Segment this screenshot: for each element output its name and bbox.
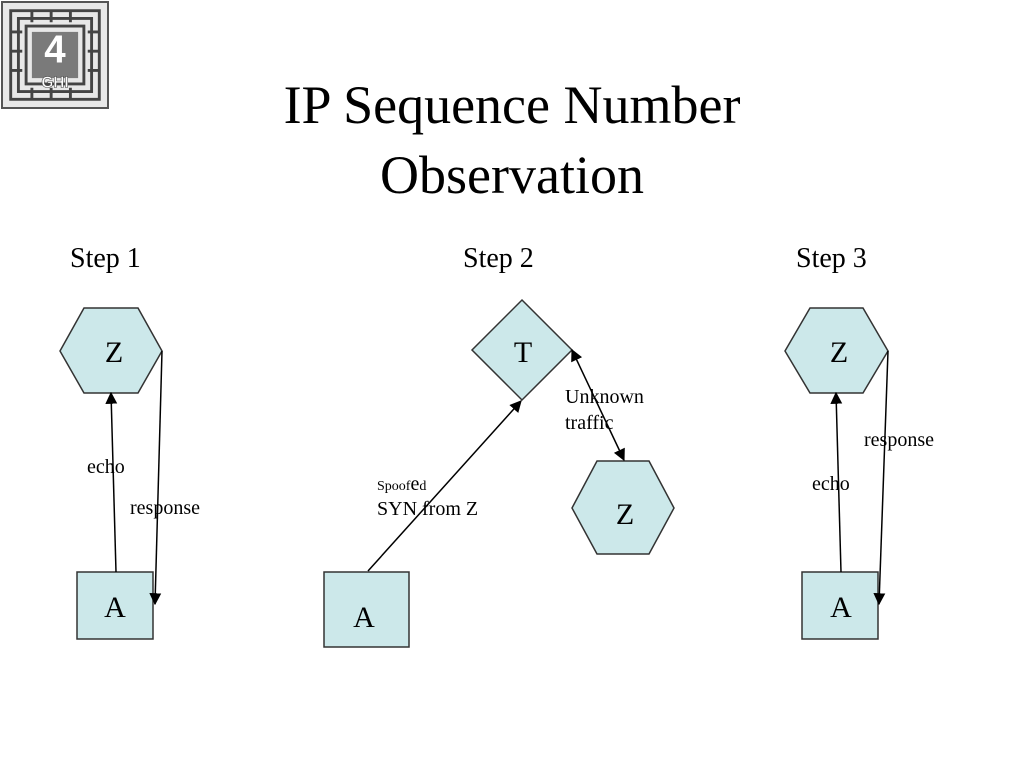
step1-node-z xyxy=(59,307,163,394)
step3-node-a xyxy=(801,571,879,640)
step2-spoofed-syn-arrow xyxy=(367,400,522,572)
step1-echo-label: echo xyxy=(87,456,125,478)
step-1-label: Step 1 xyxy=(70,243,141,274)
step1-node-a xyxy=(76,571,154,640)
step1-response-label: response xyxy=(130,497,200,519)
step2-syn-label: SYN from Z xyxy=(377,498,479,520)
step-3-label: Step 3 xyxy=(796,243,867,274)
step3-echo-arrow xyxy=(830,391,843,573)
step3-response-arrow xyxy=(873,350,889,606)
step2-spoofed-d: d xyxy=(419,479,427,494)
step3-echo-label: echo xyxy=(812,473,850,495)
step3-node-z-label: Z xyxy=(830,336,848,369)
logo-number: 4 xyxy=(44,29,66,72)
logo-letters: GHI xyxy=(41,75,68,92)
step1-node-z-label: Z xyxy=(105,336,123,369)
step2-node-t xyxy=(470,298,574,402)
logo: 4 GHI xyxy=(1,1,109,109)
title-line-2: Observation xyxy=(380,145,644,205)
step1-node-a-label: A xyxy=(104,591,126,624)
step2-node-a-label: A xyxy=(353,601,375,634)
step2-unknown-label-line1: Unknown xyxy=(565,386,644,408)
step1-echo-arrow xyxy=(105,391,118,573)
step2-spoofed-label: Spoofed xyxy=(377,472,426,496)
slide-title: IP Sequence Number Observation xyxy=(0,70,1024,210)
step3-response-label: response xyxy=(864,429,934,451)
step-2-label: Step 2 xyxy=(463,243,534,274)
step3-node-z xyxy=(784,307,889,394)
circuit-logo-icon: 4 GHI xyxy=(3,3,107,107)
step2-spoofed-small: Spoof xyxy=(377,479,411,494)
step1-response-arrow xyxy=(149,350,163,606)
step2-node-t-label: T xyxy=(514,336,532,369)
step2-node-z-label: Z xyxy=(616,498,634,531)
title-line-1: IP Sequence Number xyxy=(283,75,741,135)
step2-node-z xyxy=(571,460,675,555)
step2-unknown-label-line2: traffic xyxy=(565,412,614,434)
step2-unknown-traffic-arrow xyxy=(571,348,625,462)
step2-spoofed-e: e xyxy=(410,473,420,495)
step2-node-a xyxy=(323,571,410,648)
step3-node-a-label: A xyxy=(830,591,852,624)
